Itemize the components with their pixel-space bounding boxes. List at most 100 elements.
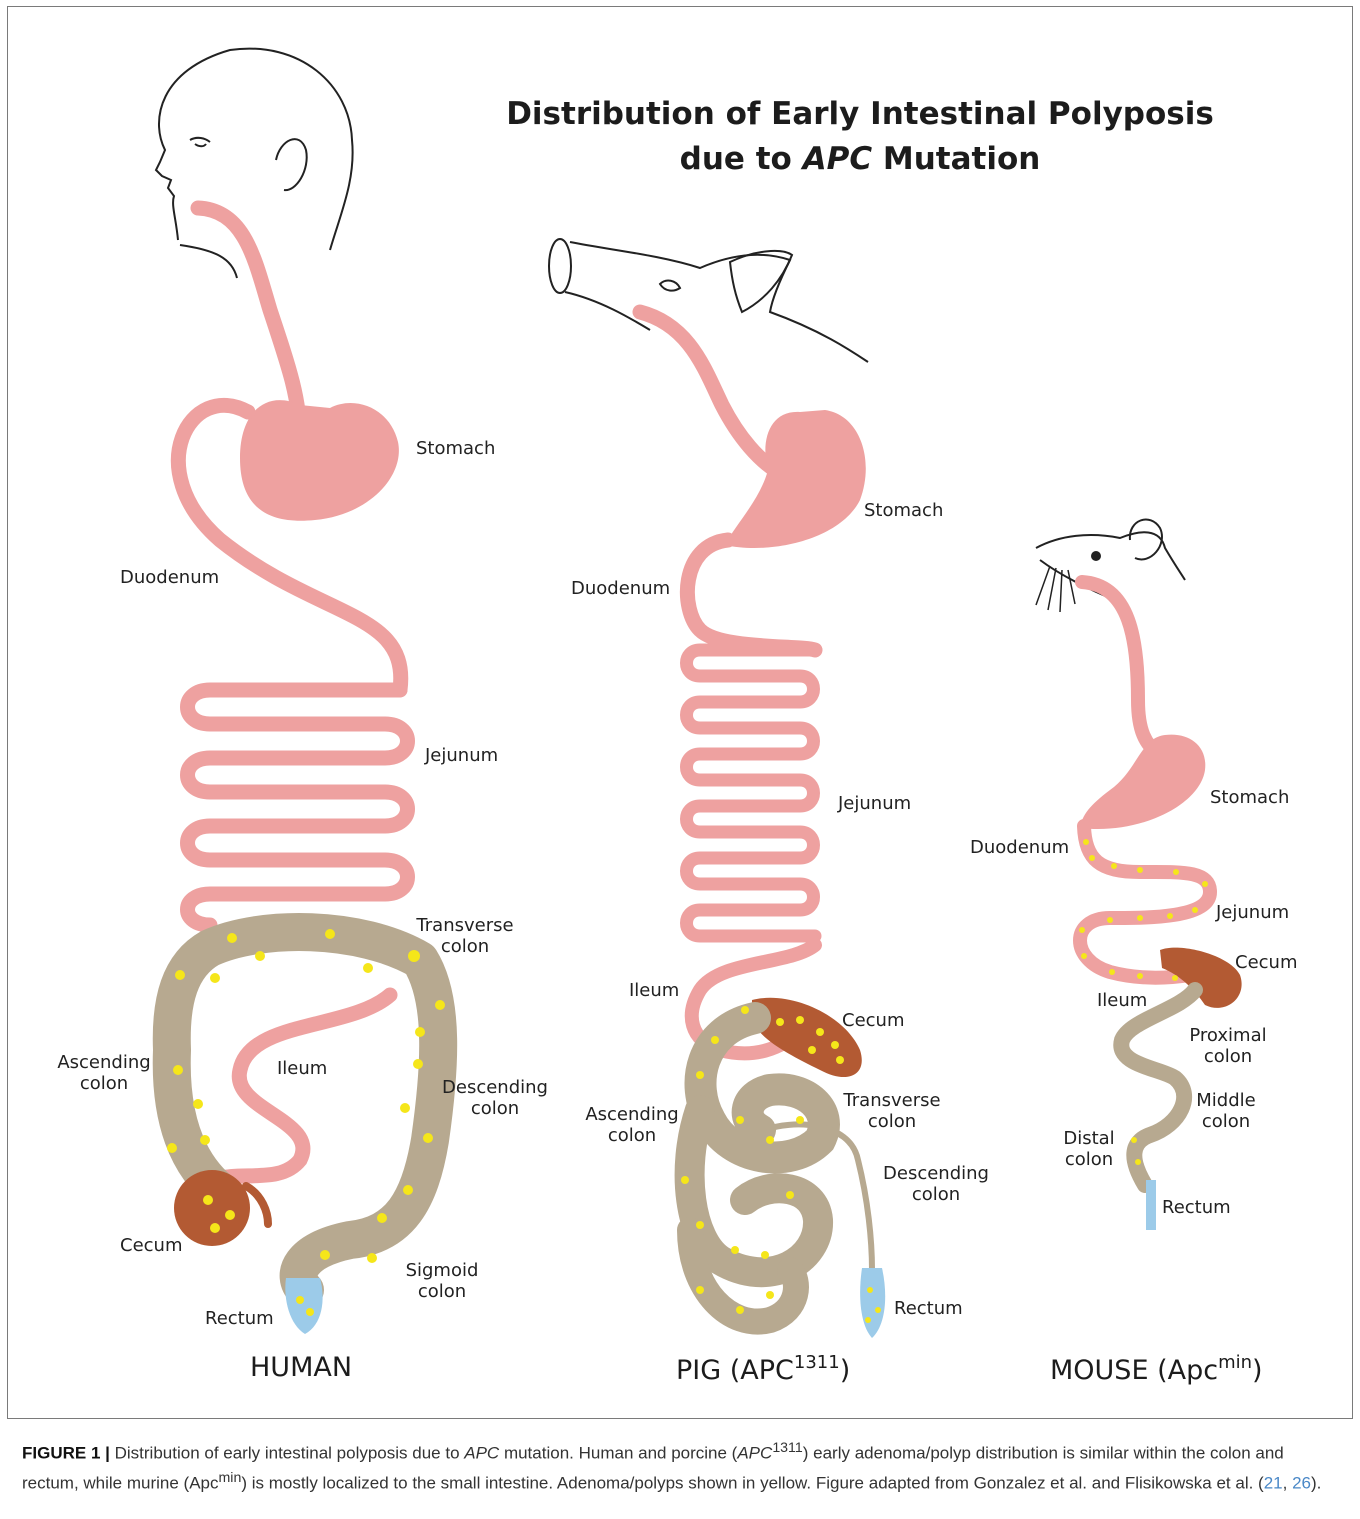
caption-text-4: ) is mostly localized to the small intes…	[241, 1473, 1263, 1492]
mouse-whiskers-icon	[1036, 566, 1075, 612]
pig-ear	[730, 251, 792, 312]
human-label-rectum: Rectum	[205, 1308, 274, 1329]
human-head-outline	[156, 49, 353, 250]
human-label-transverse-line1: Transverse	[414, 915, 516, 936]
mouse-label-middle-line1: Middle	[1184, 1090, 1268, 1111]
mouse-ear	[1130, 519, 1162, 559]
mouse-colon	[1121, 990, 1195, 1185]
pig-label-ascending-colon: Ascendingcolon	[582, 1104, 682, 1146]
pig-snout	[549, 239, 571, 293]
pig-caption-sup: 1311	[794, 1352, 840, 1373]
reference-link-21[interactable]: 21	[1264, 1473, 1283, 1492]
human-label-stomach: Stomach	[416, 438, 495, 459]
figure-label: FIGURE 1 |	[22, 1444, 110, 1463]
pig-figure	[549, 239, 868, 362]
caption-sup-2: min	[219, 1470, 242, 1486]
human-label-descending-line1: Descending	[440, 1077, 550, 1098]
pig-caption-post: )	[840, 1355, 851, 1386]
title-line-2-post: Mutation	[872, 141, 1040, 177]
reference-link-26[interactable]: 26	[1292, 1473, 1311, 1492]
human-label-transverse-line2: colon	[414, 936, 516, 957]
mouse-label-middle-line2: colon	[1184, 1111, 1268, 1132]
title-line-2: due to APC Mutation	[500, 137, 1220, 182]
mouse-panel-caption: MOUSE (Apcmin)	[1050, 1352, 1263, 1386]
pig-label-jejunum: Jejunum	[838, 793, 911, 814]
human-label-cecum: Cecum	[120, 1235, 182, 1256]
title-line-2-em: APC	[803, 141, 872, 177]
human-ear	[276, 139, 307, 190]
human-ileum	[215, 995, 390, 1180]
human-label-jejunum: Jejunum	[425, 745, 498, 766]
pig-jejunum	[687, 650, 816, 936]
human-digestive-tract	[167, 208, 445, 1334]
mouse-label-stomach: Stomach	[1210, 787, 1289, 808]
pig-panel-caption: PIG (APC1311)	[676, 1352, 850, 1386]
human-eye	[190, 138, 210, 146]
human-label-sigmoid-line2: colon	[400, 1281, 484, 1302]
pig-label-transverse-colon: Transversecolon	[840, 1090, 944, 1132]
mouse-label-rectum: Rectum	[1162, 1197, 1231, 1218]
pig-label-descending-line1: Descending	[880, 1163, 992, 1184]
human-jejunum	[188, 690, 408, 925]
mouse-caption-post: )	[1252, 1355, 1263, 1386]
pig-rectum	[860, 1268, 885, 1338]
pig-label-stomach: Stomach	[864, 500, 943, 521]
pig-label-transverse-line1: Transverse	[840, 1090, 944, 1111]
mouse-label-proximal-line1: Proximal	[1184, 1025, 1272, 1046]
figure-caption: FIGURE 1 | Distribution of early intesti…	[22, 1436, 1338, 1495]
pig-label-ascending-line2: colon	[582, 1125, 682, 1146]
mouse-rectum	[1146, 1180, 1156, 1230]
pig-label-rectum: Rectum	[894, 1298, 963, 1319]
human-stomach	[240, 400, 399, 521]
pig-label-transverse-line2: colon	[840, 1111, 944, 1132]
pig-label-descending-colon: Descendingcolon	[880, 1163, 992, 1205]
pig-duodenum	[687, 540, 815, 650]
mouse-label-jejunum: Jejunum	[1216, 902, 1289, 923]
mouse-label-duodenum: Duodenum	[970, 837, 1069, 858]
pig-label-descending-line2: colon	[880, 1184, 992, 1205]
caption-em-2: APC	[737, 1444, 772, 1463]
human-neck	[180, 245, 237, 278]
human-cecum	[174, 1170, 250, 1246]
human-label-ascending-line2: colon	[55, 1073, 153, 1094]
polyposis-diagram	[0, 0, 1360, 1420]
human-label-sigmoid-line1: Sigmoid	[400, 1260, 484, 1281]
pig-label-ascending-line1: Ascending	[582, 1104, 682, 1125]
mouse-label-proximal-line2: colon	[1184, 1046, 1272, 1067]
caption-separator: ,	[1283, 1473, 1292, 1492]
human-label-descending-line2: colon	[440, 1098, 550, 1119]
human-label-duodenum: Duodenum	[120, 567, 219, 588]
title-line-1: Distribution of Early Intestinal Polypos…	[500, 92, 1220, 137]
human-rectum	[285, 1278, 322, 1334]
mouse-eye	[1091, 551, 1101, 561]
title-line-2-pre: due to	[680, 141, 803, 177]
caption-sup-1: 1311	[772, 1440, 802, 1456]
pig-esophagus	[640, 312, 775, 470]
diagram-title: Distribution of Early Intestinal Polypos…	[500, 92, 1220, 182]
mouse-label-distal-line2: colon	[1058, 1149, 1120, 1170]
mouse-label-ileum: Ileum	[1097, 990, 1147, 1011]
pig-label-ileum: Ileum	[629, 980, 679, 1001]
human-label-sigmoid-colon: Sigmoidcolon	[400, 1260, 484, 1302]
pig-caption-pre: PIG (APC	[676, 1355, 794, 1386]
human-label-ascending-line1: Ascending	[55, 1052, 153, 1073]
mouse-label-middle-colon: Middlecolon	[1184, 1090, 1268, 1132]
human-label-transverse-colon: Transversecolon	[414, 915, 516, 957]
mouse-label-proximal-colon: Proximalcolon	[1184, 1025, 1272, 1067]
human-label-ileum: Ileum	[277, 1058, 327, 1079]
pig-label-cecum: Cecum	[842, 1010, 904, 1031]
mouse-label-distal-line1: Distal	[1058, 1128, 1120, 1149]
human-panel-caption: HUMAN	[250, 1352, 352, 1383]
caption-text-1: Distribution of early intestinal polypos…	[110, 1444, 464, 1463]
pig-label-duodenum: Duodenum	[571, 578, 670, 599]
caption-em-1: APC	[464, 1444, 499, 1463]
caption-text-5: ).	[1311, 1473, 1321, 1492]
caption-text-2: mutation. Human and porcine (	[499, 1444, 737, 1463]
pig-eye	[660, 281, 680, 291]
mouse-caption-sup: min	[1218, 1352, 1252, 1373]
mouse-label-distal-colon: Distalcolon	[1058, 1128, 1120, 1170]
mouse-label-cecum: Cecum	[1235, 952, 1297, 973]
mouse-caption-pre: MOUSE (Apc	[1050, 1355, 1218, 1386]
human-label-ascending-colon: Ascendingcolon	[55, 1052, 153, 1094]
pig-digestive-tract	[640, 312, 885, 1338]
